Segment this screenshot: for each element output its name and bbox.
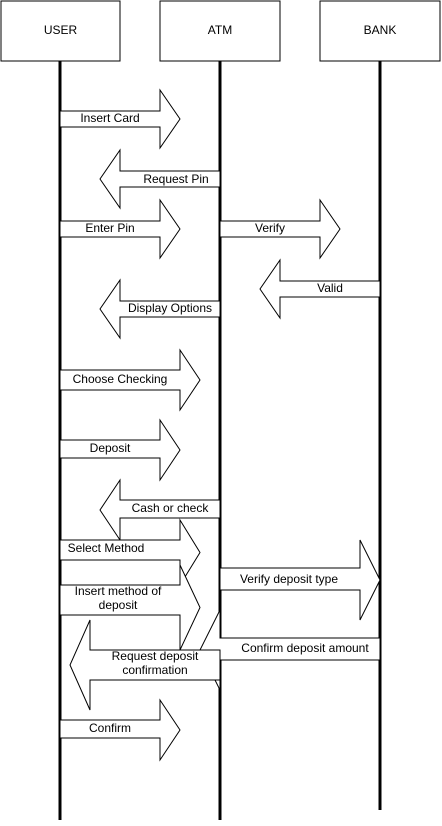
message-label-line: Cash or check xyxy=(132,501,210,515)
participant-atm: ATM xyxy=(159,0,281,62)
message-arrow: Valid xyxy=(259,258,381,320)
message-label: Enter Pin xyxy=(85,221,134,235)
participant-bank: BANK xyxy=(319,0,441,62)
message-label-line: Request Pin xyxy=(143,172,208,186)
message-label-line: deposit xyxy=(99,598,138,612)
message-label-line: Choose Checking xyxy=(73,372,168,386)
message-label: Valid xyxy=(317,281,343,295)
message-label: Insert Card xyxy=(80,111,139,125)
message-label: Cash or check xyxy=(132,501,210,515)
participant-box-user xyxy=(0,0,121,62)
message-label: Display Options xyxy=(128,301,212,315)
participant-box-bank xyxy=(319,0,441,62)
message-arrow-shape xyxy=(59,198,181,260)
message-label: Confirm deposit amount xyxy=(241,641,369,655)
message-arrow-shape xyxy=(59,348,201,412)
message-arrow: Confirm deposit amount xyxy=(199,609,381,691)
message-label: Verify xyxy=(255,221,285,235)
participant-user: USER xyxy=(0,0,121,62)
message-arrow: Choose Checking xyxy=(59,348,201,412)
message-arrow-shape xyxy=(259,258,381,320)
message-arrow: Verify deposit type xyxy=(219,539,381,621)
message-arrow: Deposit xyxy=(59,418,181,482)
message-arrow-shape xyxy=(99,278,221,340)
message-arrow: Enter Pin xyxy=(59,198,181,260)
message-label-line: Enter Pin xyxy=(85,221,134,235)
message-label-line: Verify deposit type xyxy=(240,572,338,586)
message-arrow-shape xyxy=(59,88,181,150)
participant-label-user: USER xyxy=(44,23,78,37)
message-arrow-shape xyxy=(59,564,201,651)
message-label: Select Method xyxy=(68,541,145,555)
message-arrow: Display Options xyxy=(99,278,221,340)
message-label-line: Confirm xyxy=(89,721,131,735)
participant-box-atm xyxy=(159,0,281,62)
message-arrow-shape xyxy=(59,698,181,762)
message-label-line: Request deposit xyxy=(112,649,199,663)
message-label-line: Insert Card xyxy=(80,111,139,125)
message-label-line: Deposit xyxy=(90,441,131,455)
message-label: Confirm xyxy=(89,721,131,735)
message-arrow: Insert Card xyxy=(59,88,181,150)
message-label: Choose Checking xyxy=(73,372,168,386)
message-label-line: Verify xyxy=(255,221,285,235)
message-label: Deposit xyxy=(90,441,131,455)
message-arrow-shape xyxy=(99,478,221,542)
participant-label-atm: ATM xyxy=(208,23,232,37)
message-label-line: Display Options xyxy=(128,301,212,315)
message-label-line: Confirm deposit amount xyxy=(241,641,369,655)
message-arrow: Request Pin xyxy=(99,148,221,210)
message-arrow-shape xyxy=(219,539,381,621)
message-arrow: Verify xyxy=(219,198,341,260)
message-label: Verify deposit type xyxy=(240,572,338,586)
message-arrow: Confirm xyxy=(59,698,181,762)
message-arrow-shape xyxy=(59,518,201,587)
message-arrow-shape xyxy=(219,198,341,260)
message-label-line: Select Method xyxy=(68,541,145,555)
message-arrow-shape xyxy=(99,148,221,210)
message-label-line: Insert method of xyxy=(75,584,162,598)
participant-label-bank: BANK xyxy=(364,23,397,37)
message-arrow: Select Method xyxy=(59,518,201,587)
message-arrow: Cash or check xyxy=(99,478,221,542)
message-label-line: confirmation xyxy=(122,663,187,677)
message-label: Request Pin xyxy=(143,172,208,186)
message-label-line: Valid xyxy=(317,281,343,295)
message-arrow-shape xyxy=(59,418,181,482)
message-arrow-shape xyxy=(69,619,221,711)
